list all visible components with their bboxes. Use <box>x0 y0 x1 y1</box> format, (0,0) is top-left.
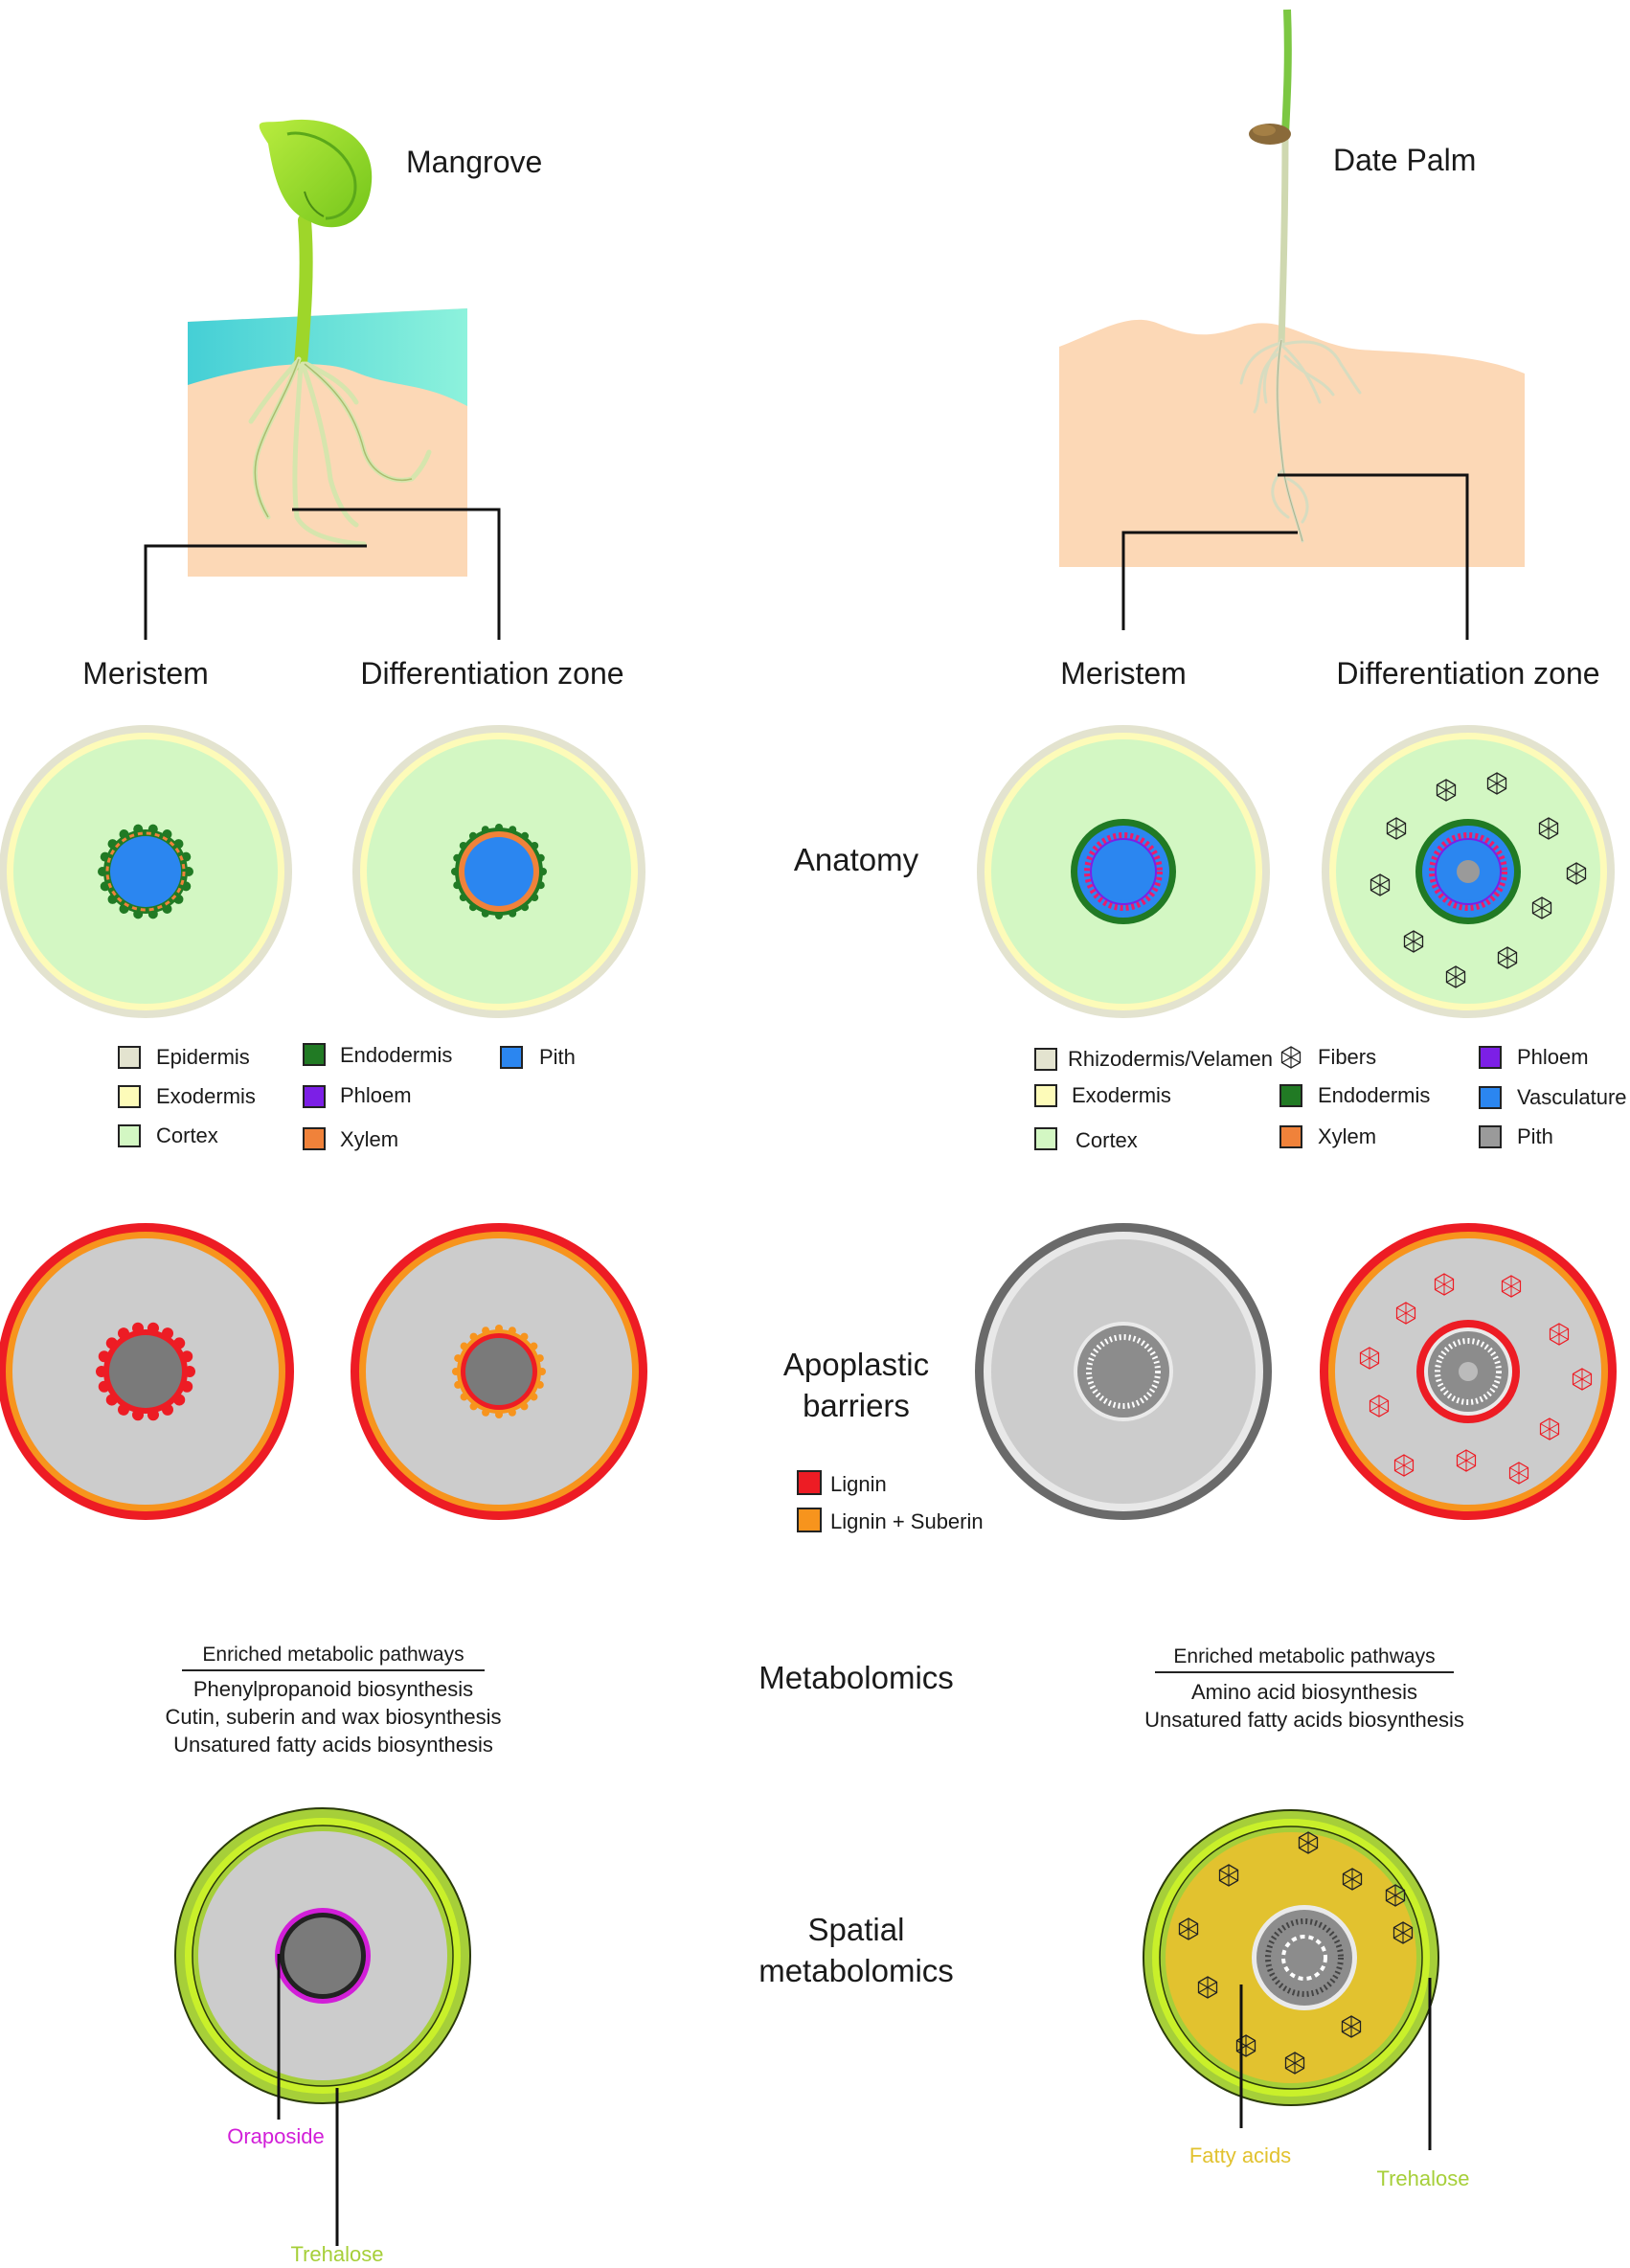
pathway-item: Unsatured fatty acids biosynthesis <box>1144 1708 1464 1732</box>
pith <box>110 836 181 907</box>
datepalm-spatial-section <box>1143 1809 1439 2150</box>
fatty-acids-label: Fatty acids <box>1189 2143 1291 2167</box>
legend-epidermis: Epidermis <box>156 1045 250 1069</box>
datepalm-anatomy-legend: Rhizodermis/Velamen Exodermis Cortex Fib… <box>1034 1045 1627 1152</box>
legend-rhizodermis: Rhizodermis/Velamen <box>1068 1047 1273 1071</box>
legend-endodermis: Endodermis <box>340 1043 452 1067</box>
legend-vasculature: Vasculature <box>1517 1085 1627 1109</box>
pathway-item: Amino acid biosynthesis <box>1191 1680 1417 1704</box>
apoplastic-heading-1: Apoplastic <box>783 1347 929 1382</box>
soil-block <box>1059 319 1525 567</box>
legend-cortex: Cortex <box>156 1123 218 1147</box>
datepalm-diff-label: Differentiation zone <box>1336 656 1599 691</box>
mangrove-diff-label: Differentiation zone <box>360 656 623 691</box>
legend-fibers: Fibers <box>1318 1045 1376 1069</box>
pathway-header: Enriched metabolic pathways <box>202 1644 464 1666</box>
metabolomics-heading: Metabolomics <box>758 1660 954 1695</box>
connector-differentiation <box>292 508 501 640</box>
mangrove-diff-barriers <box>351 1223 647 1520</box>
pathway-header: Enriched metabolic pathways <box>1173 1645 1435 1667</box>
anatomy-heading: Anatomy <box>794 842 919 877</box>
legend-cortex-dp: Cortex <box>1075 1128 1138 1152</box>
mangrove-metabolomics: Enriched metabolic pathways Phenylpropan… <box>166 1644 502 1757</box>
shoot <box>1281 9 1292 135</box>
connector-differentiation <box>1278 473 1469 640</box>
leaf <box>259 119 373 228</box>
mangrove-illustration <box>144 119 501 640</box>
legend-exodermis: Exodermis <box>156 1084 256 1108</box>
date-palm-title: Date Palm <box>1333 143 1476 177</box>
connector-meristem <box>1121 531 1298 630</box>
trehalose-label-right: Trehalose <box>1376 2166 1469 2190</box>
pathway-item: Phenylpropanoid biosynthesis <box>193 1677 473 1701</box>
spatial-heading-1: Spatial <box>808 1912 905 1947</box>
mangrove-meristem-cross-section <box>0 725 292 1018</box>
legend-lignin-suberin: Lignin + Suberin <box>830 1509 984 1533</box>
connector-meristem <box>144 544 367 640</box>
legend-phloem-dp: Phloem <box>1517 1045 1589 1069</box>
legend-endodermis-dp: Endodermis <box>1318 1083 1430 1107</box>
datepalm-metabolomics: Enriched metabolic pathways Amino acid b… <box>1144 1645 1464 1732</box>
mangrove-spatial-section <box>174 1807 471 2246</box>
datepalm-meristem-barriers <box>975 1223 1272 1520</box>
mangrove-meristem-label: Meristem <box>82 656 209 691</box>
mangrove-meristem-barriers <box>0 1223 294 1520</box>
pathway-item: Cutin, suberin and wax biosynthesis <box>166 1705 502 1729</box>
mangrove-anatomy-legend: Epidermis Exodermis Cortex Endodermis Ph… <box>118 1043 576 1151</box>
legend-lignin: Lignin <box>830 1472 887 1496</box>
datepalm-meristem-label: Meristem <box>1060 656 1187 691</box>
apoplastic-heading-2: barriers <box>803 1388 910 1423</box>
barrier-legend: Lignin Lignin + Suberin <box>797 1470 984 1533</box>
legend-pith-dp: Pith <box>1517 1124 1553 1148</box>
legend-xylem-dp: Xylem <box>1318 1124 1376 1148</box>
legend-exodermis-dp: Exodermis <box>1072 1083 1171 1107</box>
date-palm-illustration <box>1059 9 1525 640</box>
legend-phloem: Phloem <box>340 1083 412 1107</box>
spatial-heading-2: metabolomics <box>758 1953 954 1988</box>
pathway-item: Unsatured fatty acids biosynthesis <box>173 1733 493 1757</box>
mangrove-title: Mangrove <box>406 145 542 179</box>
datepalm-diff-barriers <box>1320 1223 1617 1520</box>
mangrove-diff-cross-section <box>352 725 645 1018</box>
legend-xylem: Xylem <box>340 1127 398 1151</box>
oraposide-label: Oraposide <box>227 2124 325 2148</box>
water-layer <box>188 308 467 406</box>
datepalm-diff-cross-section <box>1322 725 1615 1018</box>
datepalm-meristem-cross-section <box>977 725 1270 1018</box>
legend-pith: Pith <box>539 1045 576 1069</box>
trehalose-label-left: Trehalose <box>290 2242 383 2263</box>
stem <box>294 214 313 371</box>
